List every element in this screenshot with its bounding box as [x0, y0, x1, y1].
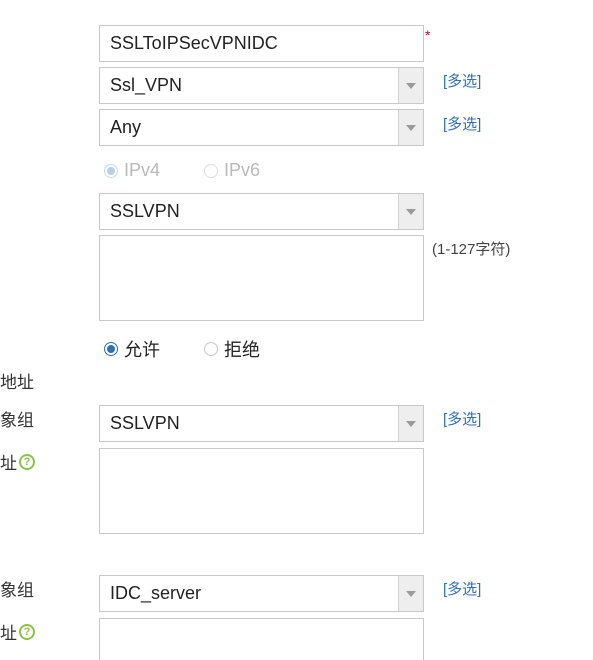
- radio-allow[interactable]: 允许: [104, 336, 160, 362]
- chevron-down-icon[interactable]: [398, 68, 423, 103]
- dst-object-select[interactable]: IDC_server: [99, 575, 424, 612]
- radio-ipv6-label: IPv6: [224, 160, 261, 180]
- chevron-down-icon[interactable]: [398, 194, 423, 229]
- radio-deny-dot: [204, 342, 218, 356]
- dst-object-group-label: 象组: [0, 576, 34, 601]
- src-object-group-label: 象组: [0, 406, 34, 431]
- radio-ipv6-dot: [204, 163, 218, 178]
- src-ip-label-text: 址: [0, 454, 17, 473]
- source-zone-multi-link[interactable]: [多选]: [443, 73, 482, 90]
- vrf-select[interactable]: SSLVPN: [99, 193, 424, 230]
- radio-allow-label: 允许: [124, 340, 160, 360]
- radio-deny[interactable]: 拒绝: [204, 336, 260, 362]
- source-zone-value: Ssl_VPN: [110, 75, 183, 95]
- dest-zone-value: Any: [110, 117, 142, 137]
- src-object-value: SSLVPN: [110, 413, 180, 433]
- description-length-hint: (1-127字符): [432, 241, 511, 258]
- description-textarea[interactable]: [99, 235, 424, 321]
- dst-ip-textarea[interactable]: [99, 618, 424, 660]
- radio-ipv4-dot: [104, 163, 118, 178]
- radio-ipv6[interactable]: IPv6: [204, 160, 260, 181]
- chevron-down-icon[interactable]: [398, 110, 423, 145]
- name-input-value: SSLToIPSecVPNIDC: [110, 33, 278, 53]
- name-input[interactable]: SSLToIPSecVPNIDC: [99, 25, 424, 62]
- chevron-down-icon[interactable]: [398, 406, 423, 441]
- radio-ipv4-label: IPv4: [124, 160, 161, 180]
- question-circle-icon[interactable]: ?: [19, 623, 35, 640]
- dst-ip-label: 址 ?: [0, 619, 35, 644]
- src-object-group-label-text: 象组: [0, 411, 34, 430]
- dest-zone-multi-link[interactable]: [多选]: [443, 116, 482, 133]
- chevron-down-icon[interactable]: [398, 576, 423, 611]
- src-address-label-text: 地址: [0, 373, 34, 392]
- src-ip-textarea[interactable]: [99, 448, 424, 534]
- question-circle-icon[interactable]: ?: [19, 453, 35, 470]
- dst-ip-label-text: 址: [0, 624, 17, 643]
- required-mark: *: [425, 27, 431, 43]
- dest-zone-select[interactable]: Any: [99, 109, 424, 146]
- dst-object-multi-link[interactable]: [多选]: [443, 581, 482, 598]
- radio-allow-dot: [104, 342, 118, 356]
- radio-ipv4[interactable]: IPv4: [104, 160, 160, 181]
- src-ip-label: 址 ?: [0, 449, 35, 474]
- radio-deny-label: 拒绝: [224, 340, 260, 360]
- src-address-label: 地址: [0, 368, 34, 393]
- dst-object-value: IDC_server: [110, 583, 202, 603]
- vrf-value: SSLVPN: [110, 201, 180, 221]
- source-zone-select[interactable]: Ssl_VPN: [99, 67, 424, 104]
- dst-object-group-label-text: 象组: [0, 581, 34, 600]
- src-object-select[interactable]: SSLVPN: [99, 405, 424, 442]
- src-object-multi-link[interactable]: [多选]: [443, 411, 482, 428]
